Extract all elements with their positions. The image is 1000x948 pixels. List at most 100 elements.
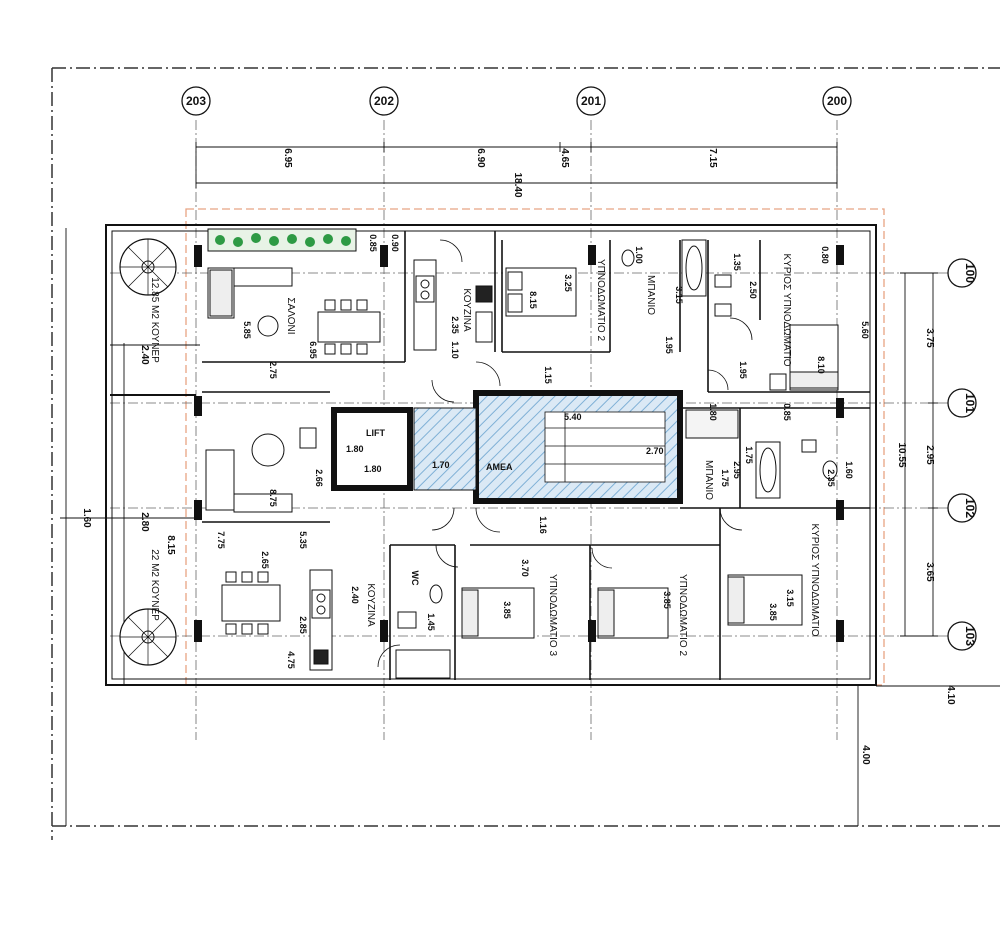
living-furniture	[207, 267, 381, 355]
left-dimensions	[60, 228, 200, 826]
svg-text:2.35: 2.35	[450, 316, 460, 334]
svg-text:8.75: 8.75	[268, 489, 278, 507]
grid-column-markers: 203 202 201 200	[181, 86, 852, 116]
site-boundary	[51, 67, 1000, 840]
svg-text:2.85: 2.85	[298, 616, 308, 634]
svg-text:2.50: 2.50	[748, 281, 758, 299]
svg-text:1.80: 1.80	[708, 403, 718, 421]
living-mid-furniture	[205, 427, 317, 513]
veranda-bottom-label: 22 M2 ΚΟΥΝΕΡ	[149, 549, 160, 621]
bath-top-label: ΜΠΑΝΙΟ	[645, 275, 656, 315]
grid-row-103: 103	[963, 626, 977, 646]
kitchen-bottom-fixtures	[221, 569, 333, 671]
svg-text:3.70: 3.70	[520, 559, 530, 577]
grid-col-200: 200	[827, 94, 847, 108]
master-bottom-label: ΚΥΡΙΟΣ ΥΠΝΟΔΩΜΑΤΙΟ	[809, 523, 820, 636]
svg-text:1.80: 1.80	[346, 444, 364, 454]
grid-row-101: 101	[963, 393, 977, 413]
svg-text:5.35: 5.35	[298, 531, 308, 549]
dim-right-total: 10.55	[896, 442, 907, 467]
svg-text:3.25: 3.25	[563, 274, 573, 292]
planting-icon	[215, 233, 351, 247]
svg-text:7.75: 7.75	[216, 531, 226, 549]
svg-text:8.15: 8.15	[528, 291, 538, 309]
svg-text:2.75: 2.75	[268, 361, 278, 379]
master-top-label: ΚΥΡΙΟΣ ΥΠΝΟΔΩΜΑΤΙΟ	[781, 253, 792, 366]
svg-text:0.85: 0.85	[782, 403, 792, 421]
dim-left-4: 2.40	[139, 345, 150, 365]
svg-text:1.75: 1.75	[744, 446, 754, 464]
kitchen-top-label: ΚΟΥΖΙΝΑ	[461, 288, 472, 332]
planter	[207, 228, 357, 252]
wc-fixtures	[395, 584, 451, 679]
svg-text:1.75: 1.75	[720, 469, 730, 487]
dim-top-total: 18.40	[512, 172, 523, 197]
svg-text:6.95: 6.95	[308, 341, 318, 359]
grid-col-203: 203	[186, 94, 206, 108]
grid-col-202: 202	[374, 94, 394, 108]
svg-text:2.65: 2.65	[260, 551, 270, 569]
dim-right-1: 3.75	[924, 328, 935, 348]
grid-row-markers: 100 101 102 103	[947, 258, 977, 651]
top-dimensions	[195, 142, 838, 188]
veranda-bottom	[119, 608, 177, 666]
dim-right-2: 2.95	[924, 445, 935, 465]
svg-text:3.85: 3.85	[768, 603, 778, 621]
dim-top-2: 6.90	[475, 148, 486, 168]
bath-top-fixtures	[621, 239, 732, 317]
bath-mid-label: ΜΠΑΝΙΟ	[703, 460, 714, 500]
exterior-walls	[105, 224, 877, 686]
door-swings	[377, 239, 753, 668]
svg-text:1.35: 1.35	[732, 253, 742, 271]
svg-text:0.85: 0.85	[368, 234, 378, 252]
lobby	[413, 407, 477, 491]
svg-text:1.00: 1.00	[634, 246, 644, 264]
svg-text:2.95: 2.95	[732, 461, 742, 479]
svg-text:1.80: 1.80	[364, 464, 382, 474]
right-dimensions	[857, 272, 1000, 826]
svg-text:1.70: 1.70	[432, 460, 450, 470]
dim-top-1: 6.95	[282, 148, 293, 168]
svg-text:8.10: 8.10	[816, 356, 826, 374]
svg-text:2.40: 2.40	[350, 586, 360, 604]
svg-text:3.85: 3.85	[502, 601, 512, 619]
master-top-furniture	[769, 324, 839, 391]
svg-text:1.45: 1.45	[426, 613, 436, 631]
bed2-top-furniture	[505, 267, 577, 317]
interior-walls	[202, 231, 870, 680]
svg-text:5.40: 5.40	[564, 412, 582, 422]
bath-mid-fixtures	[685, 409, 838, 499]
grid-row-102: 102	[963, 498, 977, 518]
svg-text:1.10: 1.10	[450, 341, 460, 359]
veranda-top-label: 12.85 M2 ΚΟΥΝΕΡ	[149, 277, 160, 363]
dim-left-3: 8.15	[165, 535, 176, 555]
wc-label: WC	[410, 571, 420, 586]
svg-text:1.16: 1.16	[538, 516, 548, 534]
interior-dimensions: 0.85 0.90 2.35 1.10 5.85 6.95 2.75 3.25 …	[216, 234, 870, 669]
lift-shaft	[331, 407, 413, 491]
dim-top-3: 4.65	[559, 148, 570, 168]
dim-right-edge: 4.10	[945, 685, 956, 705]
svg-text:2.35: 2.35	[826, 469, 836, 487]
svg-text:3.85: 3.85	[662, 591, 672, 609]
stair-steps	[544, 411, 666, 483]
bed3-furniture	[461, 587, 535, 639]
svg-text:5.85: 5.85	[242, 321, 252, 339]
amea-label: ΑΜΕΑ	[486, 462, 513, 472]
grid-row-100: 100	[963, 263, 977, 283]
structural-columns	[194, 245, 844, 642]
svg-text:4.75: 4.75	[286, 651, 296, 669]
building-outline	[185, 208, 885, 686]
dim-bottom-1: 4.00	[860, 745, 871, 765]
svg-text:1.15: 1.15	[543, 366, 553, 384]
svg-text:1.95: 1.95	[664, 336, 674, 354]
svg-text:0.80: 0.80	[820, 246, 830, 264]
master-bottom-furniture	[727, 574, 803, 626]
kitchen-top-fixtures	[413, 259, 493, 351]
lift-label: LIFT	[366, 428, 385, 438]
svg-text:1.60: 1.60	[844, 461, 854, 479]
svg-text:3.15: 3.15	[674, 286, 684, 304]
svg-text:2.66: 2.66	[314, 469, 324, 487]
dim-right-3: 3.65	[924, 562, 935, 582]
